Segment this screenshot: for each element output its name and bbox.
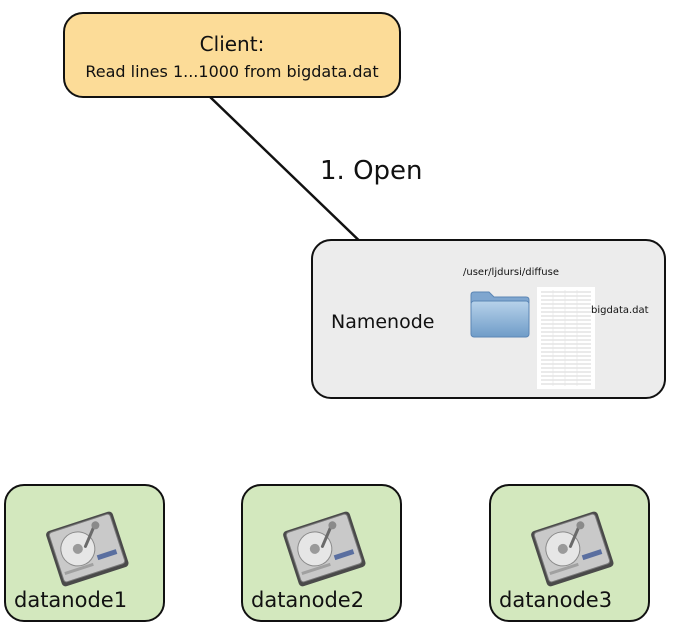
- namenode-label: Namenode: [331, 311, 435, 333]
- datanode-label-1: datanode1: [14, 588, 128, 612]
- datanode-box-2: datanode2: [241, 484, 402, 622]
- open-step-label: 1. Open: [320, 156, 423, 186]
- datanode-box-1: datanode1: [4, 484, 165, 622]
- client-box: Client: Read lines 1...1000 from bigdata…: [63, 12, 401, 98]
- client-request-text: Read lines 1...1000 from bigdata.dat: [85, 62, 379, 81]
- folder-icon: [470, 291, 530, 338]
- namenode-box: /user/ljdursi/diffuse: [311, 239, 666, 399]
- datanode-label-2: datanode2: [251, 588, 365, 612]
- file-name-label: bigdata.dat: [591, 305, 649, 316]
- hard-disk-icon: [283, 511, 366, 587]
- client-title: Client:: [199, 32, 265, 56]
- datanode-box-3: datanode3: [489, 484, 650, 622]
- datanode-label-3: datanode3: [499, 588, 613, 612]
- directory-path-label: /user/ljdursi/diffuse: [463, 267, 559, 278]
- hard-disk-icon: [531, 511, 614, 587]
- hard-disk-icon: [46, 511, 129, 587]
- file-listing-icon: [537, 287, 595, 389]
